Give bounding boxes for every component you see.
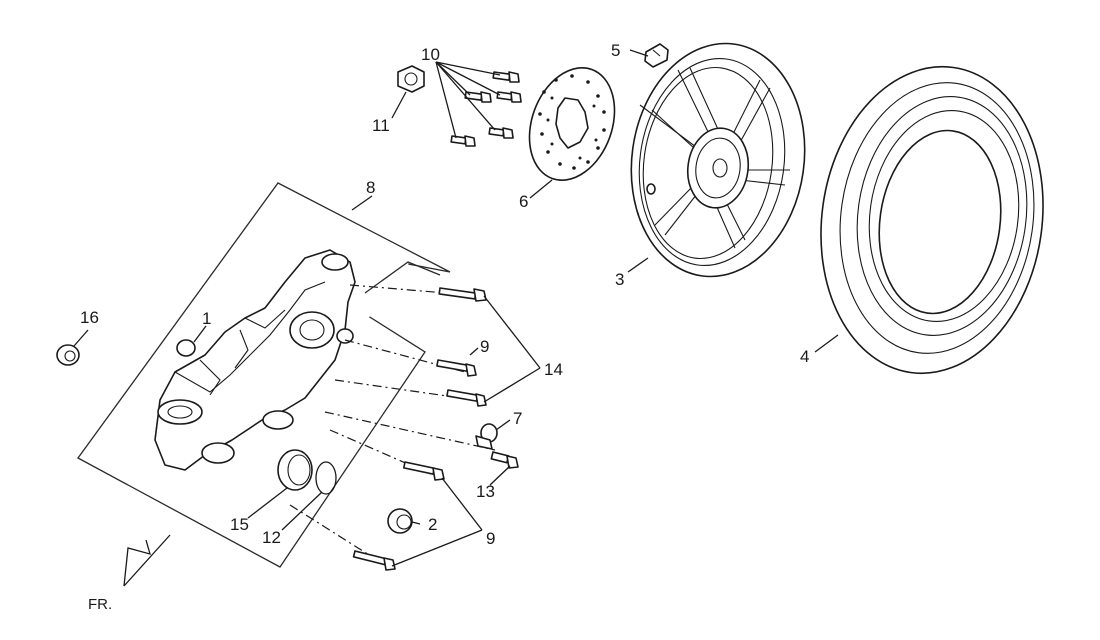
part-label-5: 5 [611, 41, 620, 60]
part-label-13: 13 [476, 482, 495, 501]
bolt-9c [352, 550, 396, 571]
part-label-11: 11 [372, 116, 390, 135]
collar-2 [387, 508, 413, 534]
bolt-14b [446, 389, 487, 407]
part-label-9b: 9 [486, 529, 495, 548]
disc-bolt-1 [492, 71, 520, 83]
part-label-6: 6 [519, 192, 528, 211]
bleeder-cap [490, 451, 519, 469]
bleeder-screw [475, 423, 498, 450]
part-label-2: 2 [428, 515, 437, 534]
bolt-9a [436, 359, 477, 377]
front-direction-label: FR. [88, 596, 112, 613]
collar-16 [56, 344, 80, 366]
front-direction-arrow-icon [123, 534, 171, 587]
axle-nut [397, 65, 425, 93]
part-label-3: 3 [615, 270, 624, 289]
piston [277, 449, 313, 491]
wheel-rim [630, 42, 806, 278]
part-label-7: 7 [513, 409, 522, 428]
part-label-9a: 9 [480, 337, 489, 356]
part-label-10: 10 [421, 45, 440, 64]
part-label-8: 8 [366, 178, 375, 197]
pad-pin [176, 339, 196, 357]
assembly-box-notch [364, 261, 441, 294]
disc-bolt-5 [450, 135, 476, 147]
tire-valve [644, 43, 669, 68]
disc-bolt-4 [488, 127, 514, 139]
tire [820, 65, 1044, 375]
disc-bolt-3 [496, 91, 522, 103]
part-label-12: 12 [262, 528, 281, 547]
bolt-14a [438, 287, 487, 302]
part-label-1: 1 [202, 309, 211, 328]
part-label-4: 4 [800, 347, 809, 366]
caliper-bracket [154, 249, 356, 471]
part-label-15: 15 [230, 515, 249, 534]
part-label-14: 14 [544, 360, 563, 379]
brake-disc [528, 67, 616, 181]
bolt-9b [402, 461, 445, 481]
seal-ring [315, 461, 337, 495]
part-label-16: 16 [80, 308, 99, 327]
